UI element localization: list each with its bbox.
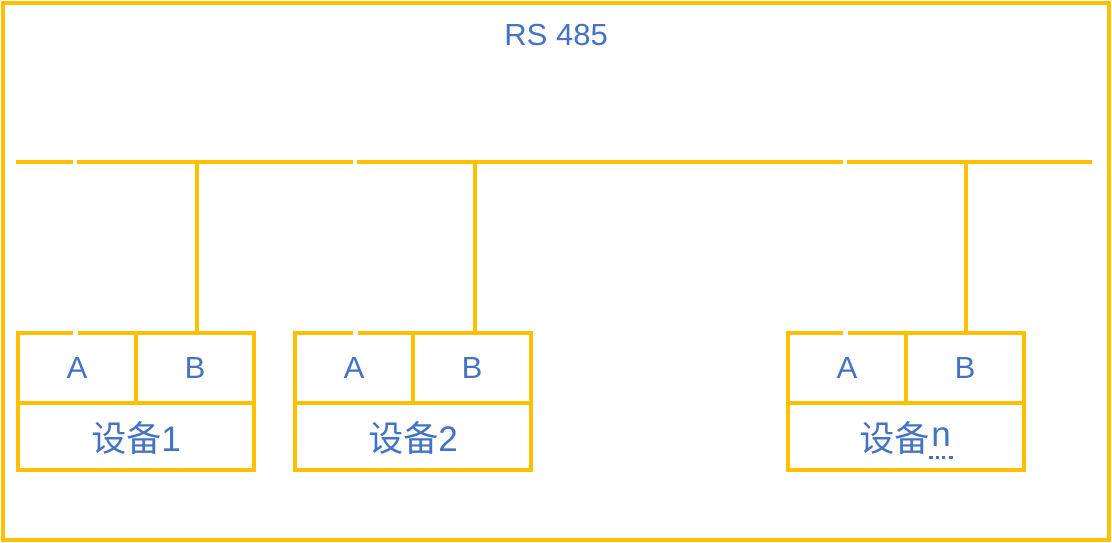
device-label: 设备1 [20, 405, 252, 468]
hidden-connector-notch [353, 331, 358, 335]
bus-drop-line-device-1 [195, 162, 199, 334]
bus-line-segment [847, 160, 1092, 164]
terminal-b-label: B [461, 350, 483, 385]
terminal-b-label: B [184, 350, 206, 385]
terminal-b-cell: B [138, 335, 252, 401]
hidden-connector-notch [843, 331, 848, 335]
terminal-row: A B [297, 335, 529, 405]
bus-drop-line-device-2 [473, 162, 477, 334]
hidden-connector-notch [73, 331, 78, 335]
terminal-row: A B [20, 335, 252, 405]
terminal-a-label: A [343, 350, 365, 385]
terminal-a-label: A [66, 350, 88, 385]
device-label-text: 设备1 [91, 420, 181, 459]
bus-line-segment [16, 160, 73, 164]
device-box-1: A B 设备1 [16, 331, 256, 472]
device-label-prefix: 设备 [859, 420, 930, 459]
terminal-a-label: A [836, 350, 858, 385]
terminal-a-cell: A [790, 335, 908, 401]
terminal-b-cell: B [415, 335, 529, 401]
terminal-a-cell: A [297, 335, 415, 401]
terminal-b-label: B [954, 350, 976, 385]
bus-drop-line-device-n [964, 162, 968, 334]
device-box-2: A B 设备2 [293, 331, 533, 472]
device-label-suffix: n [929, 415, 953, 459]
terminal-row: A B [790, 335, 1022, 405]
terminal-a-cell: A [20, 335, 138, 401]
device-label-text: 设备2 [368, 420, 458, 459]
bus-line-segment [77, 160, 353, 164]
diagram-title: RS 485 [504, 17, 608, 52]
bus-line-segment [357, 160, 843, 164]
device-label: 设备2 [297, 405, 529, 468]
terminal-b-cell: B [908, 335, 1022, 401]
